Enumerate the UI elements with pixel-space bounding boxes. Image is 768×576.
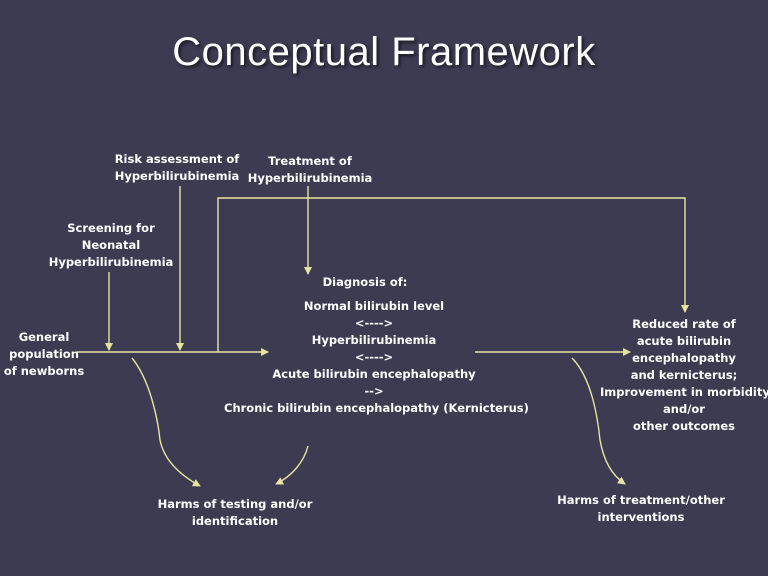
population-label: General population of newborns (3, 330, 85, 378)
treatment-harm-arrow (571, 357, 626, 485)
diagnosis-harm-arrow (275, 445, 309, 485)
harms-testing-label: Harms of testing and/or identification (157, 497, 313, 528)
harms-treatment-label: Harms of treatment/other interventions (557, 493, 725, 524)
screening-label: Screening for Neonatal Hyperbilirubinemi… (48, 221, 174, 269)
outcomes-label: Reduced rate of acute bilirubin encephal… (600, 317, 768, 433)
slide-title: Conceptual Framework (172, 30, 596, 74)
direct-outcome-arrow (217, 197, 689, 352)
diagnosis-list: Normal bilirubin level <----> Hyperbilir… (224, 299, 529, 415)
risk-assessment-label: Risk assessment of Hyperbilirubinemia (114, 152, 240, 183)
diagnosis-heading: Diagnosis of: (322, 275, 408, 289)
screening-harm-arrow (131, 357, 201, 487)
treatment-label: Treatment of Hyperbilirubinemia (247, 154, 373, 185)
